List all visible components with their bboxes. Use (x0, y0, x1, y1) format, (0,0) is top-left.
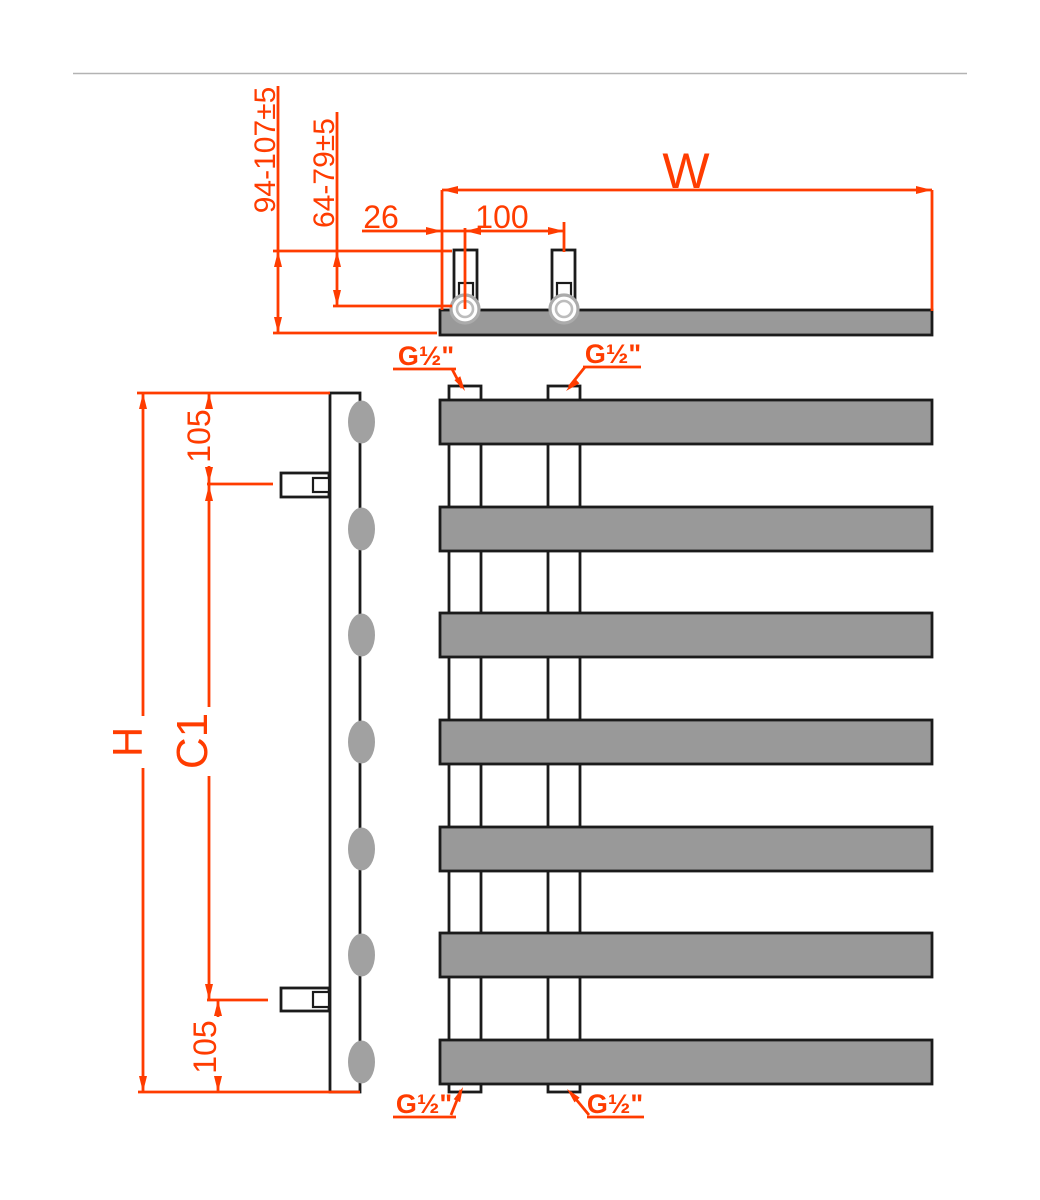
rail-panel-2 (438, 505, 934, 553)
arrow-C1-up (205, 485, 213, 501)
arrow-H-down (139, 1076, 147, 1092)
rail-panel-4 (438, 718, 934, 766)
connection-label-top-left: G½" (398, 341, 454, 371)
dim-edge-offset-label: 26 (363, 199, 399, 235)
rail-panel-3 (438, 611, 934, 659)
leader-arrow-top-left (454, 376, 465, 391)
rail-panel-6 (438, 931, 934, 979)
dim-width-label: W (662, 143, 710, 199)
dim-height-label: H (104, 727, 151, 757)
rail-section-5 (348, 827, 375, 871)
dim-depth-pipe-axis-label: 64-79±5 (308, 118, 341, 228)
arrow-depth1-up (274, 251, 282, 267)
rail-section-2 (348, 507, 375, 551)
rail-section-3 (348, 613, 375, 657)
leader-arrow-bottom-left (453, 1087, 463, 1103)
top-view-panel (438, 308, 934, 337)
front-view: G½" G½" G½" G½" (393, 339, 934, 1119)
arrow-C1-down (205, 984, 213, 1000)
arrow-W-left (442, 186, 458, 194)
dim-top-bracket-offset-label: 105 (181, 409, 217, 462)
rail-section-4 (348, 720, 375, 764)
arrow-105bot-down (214, 1076, 222, 1092)
dim-pipe-spacing-label: 100 (475, 199, 528, 235)
dim-bracket-centers-label: C1 (168, 713, 217, 769)
connection-label-bottom-right: G½" (587, 1089, 643, 1119)
pipe-union-right-inner (554, 299, 574, 319)
rail-section-1 (348, 400, 375, 444)
dim-bottom-bracket-offset-label: 105 (187, 1020, 223, 1073)
rail-panel-7 (438, 1038, 934, 1086)
leader-arrow-bottom-right (567, 1089, 580, 1103)
dim-depth-valve-top-label: 94-107±5 (249, 87, 282, 214)
rail-section-6 (348, 933, 375, 977)
arrow-105top-up (205, 393, 213, 409)
arrow-W-right (916, 186, 932, 194)
arrow-H-up (139, 393, 147, 409)
connection-label-bottom-left: G½" (396, 1089, 452, 1119)
arrow-100-right (548, 227, 564, 235)
arrow-105top-down (205, 467, 213, 483)
side-view: H 105 C1 105 (104, 391, 375, 1094)
rail-panel-1 (438, 398, 934, 446)
rail-section-7 (348, 1040, 375, 1084)
arrow-depth1-down (274, 317, 282, 333)
wall-bracket-bottom-inner (311, 990, 331, 1009)
arrow-depth2-up (333, 251, 341, 267)
rail-panel-5 (438, 825, 934, 873)
wall-bracket-top-inner (311, 476, 331, 494)
connection-label-top-right: G½" (585, 339, 641, 369)
arrow-26 (426, 227, 442, 235)
top-view: W 26 100 94-107±5 64-79±5 (249, 86, 934, 337)
arrow-105bot-up (214, 1000, 222, 1016)
arrow-depth2-down (333, 290, 341, 306)
arrow-100-left (465, 227, 481, 235)
leader-arrow-top-right (566, 378, 580, 391)
